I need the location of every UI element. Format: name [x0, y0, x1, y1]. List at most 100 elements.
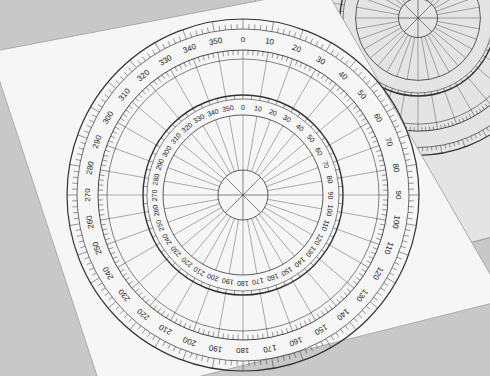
tick	[203, 217, 231, 265]
tick	[329, 81, 332, 85]
tick	[259, 214, 294, 256]
tick	[341, 212, 376, 218]
tick	[243, 195, 244, 220]
tick	[266, 26, 268, 31]
degree-number: 170	[263, 343, 278, 353]
tick	[72, 206, 77, 207]
tick	[190, 32, 192, 37]
tick	[243, 195, 268, 196]
tick	[331, 336, 334, 340]
tick	[116, 81, 120, 84]
tick	[410, 127, 411, 131]
tick	[155, 339, 160, 348]
tick	[72, 183, 77, 184]
tick	[232, 50, 233, 55]
tick	[139, 259, 167, 282]
tick	[142, 91, 145, 95]
tick	[378, 33, 406, 66]
tick	[175, 282, 193, 313]
tick	[105, 238, 110, 240]
tick	[338, 211, 342, 213]
tick	[436, 122, 437, 129]
tick	[162, 75, 165, 79]
tick	[218, 195, 243, 196]
tick	[373, 247, 378, 249]
tick	[186, 113, 188, 116]
tick	[107, 195, 143, 196]
tick	[444, 145, 446, 149]
degree-number: 280	[85, 161, 95, 176]
tick	[330, 127, 361, 145]
tick	[359, 273, 363, 276]
tick	[387, 0, 408, 1]
tick	[268, 199, 322, 209]
tick	[243, 50, 244, 59]
tick	[278, 357, 279, 362]
tick	[448, 123, 449, 127]
tick	[154, 305, 157, 309]
tick	[252, 218, 271, 270]
tick	[102, 160, 107, 161]
tick	[452, 122, 453, 126]
tick	[99, 174, 104, 176]
tick	[407, 171, 412, 173]
tick	[377, 94, 381, 97]
tick	[76, 230, 81, 231]
tick	[317, 72, 320, 76]
tick	[201, 282, 203, 286]
tick	[404, 92, 406, 95]
tick	[408, 212, 413, 214]
tick	[317, 257, 320, 260]
ring	[356, 0, 481, 80]
tick	[478, 68, 490, 86]
tick	[276, 101, 277, 105]
degree-number: 90	[394, 191, 402, 200]
tick	[454, 118, 456, 125]
tick	[193, 108, 195, 111]
tick	[174, 155, 222, 183]
tick	[101, 165, 106, 166]
degree-number: 140	[293, 256, 306, 269]
tick	[262, 144, 304, 179]
tick	[468, 78, 486, 100]
tick	[225, 290, 227, 294]
tick	[222, 51, 224, 56]
tick	[272, 358, 274, 368]
tick	[359, 0, 399, 11]
tick	[376, 238, 381, 240]
tick	[254, 361, 255, 366]
tick	[321, 75, 324, 79]
tick	[311, 347, 313, 352]
degree-number: 120	[370, 265, 384, 281]
tick	[87, 125, 92, 127]
tick	[277, 54, 278, 59]
tick	[433, 126, 435, 130]
tick	[383, 184, 388, 185]
tick	[330, 236, 334, 238]
tick	[213, 53, 214, 58]
tick	[291, 108, 293, 111]
tick	[294, 353, 296, 358]
tick	[337, 229, 371, 241]
degree-number: 340	[206, 107, 219, 118]
tick	[384, 283, 388, 286]
tick	[433, 0, 466, 5]
tick	[284, 104, 286, 108]
tick	[231, 24, 232, 29]
tick	[397, 257, 402, 259]
tick	[198, 57, 200, 62]
tick	[437, 21, 479, 28]
tick	[142, 296, 145, 300]
tick	[405, 230, 410, 231]
degree-number: 330	[158, 54, 174, 68]
tick	[260, 293, 266, 328]
tick	[298, 113, 300, 116]
tick	[218, 52, 220, 61]
tick	[305, 349, 307, 354]
tick	[109, 212, 144, 218]
tick	[418, 18, 419, 38]
tick	[284, 282, 286, 286]
tick	[168, 344, 170, 348]
tick	[487, 128, 489, 131]
